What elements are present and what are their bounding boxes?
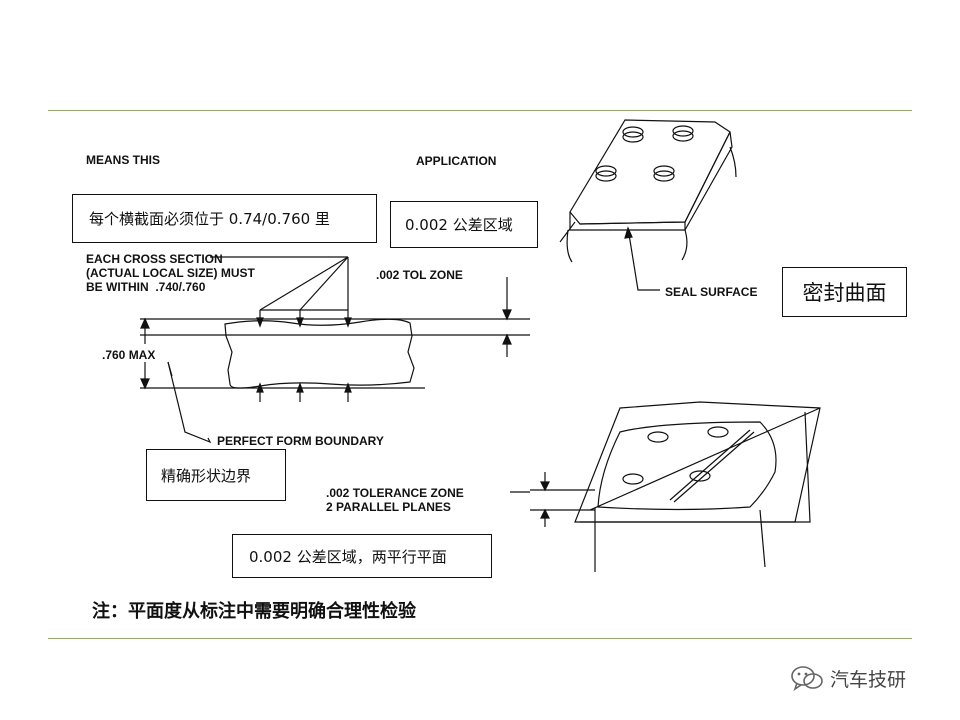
seal-surface-callout: 密封曲面 bbox=[782, 267, 907, 317]
cross-section-callout: 每个横截面必须位于 0.74/0.760 里 bbox=[72, 194, 377, 243]
tol-zone-callout-text: 0.002 公差区域 bbox=[405, 216, 513, 234]
size-max-label: .760 MAX bbox=[102, 348, 156, 362]
perfect-form-callout: 精确形状边界 bbox=[146, 449, 286, 501]
tol-zone-callout: 0.002 公差区域 bbox=[390, 201, 538, 248]
means-this-label: MEANS THIS bbox=[86, 153, 161, 167]
planes-part bbox=[510, 401, 821, 572]
seal-surface-callout-text: 密封曲面 bbox=[802, 281, 887, 305]
parallel-planes-callout: 0.002 公差区域，两平行平面 bbox=[232, 534, 492, 578]
bottom-divider bbox=[48, 638, 912, 639]
parallel-planes-callout-text: 0.002 公差区域，两平行平面 bbox=[249, 547, 447, 566]
sealed-part bbox=[559, 119, 737, 291]
watermark: 汽车技研 bbox=[790, 663, 906, 693]
wechat-icon bbox=[791, 666, 823, 691]
diagram-drawing bbox=[140, 119, 821, 572]
seal-surface-label: SEAL SURFACE bbox=[665, 285, 758, 299]
application-label: APPLICATION bbox=[416, 154, 497, 168]
perfect-form-label: PERFECT FORM BOUNDARY bbox=[217, 434, 384, 448]
perfect-form-callout-text: 精确形状边界 bbox=[161, 466, 252, 485]
tolerance-zone-label: .002 TOLERANCE ZONE 2 PARALLEL PLANES bbox=[326, 486, 464, 514]
note-text: 注：平面度从标注中需要明确合理性检验 bbox=[92, 601, 416, 622]
tol-zone-label: .002 TOL ZONE bbox=[376, 268, 463, 282]
flatness-diagram: MEANS THIS APPLICATION EACH CROSS SECTIO… bbox=[60, 112, 910, 582]
section-view bbox=[140, 256, 530, 444]
each-cross-section-label: EACH CROSS SECTION (ACTUAL LOCAL SIZE) M… bbox=[86, 252, 255, 294]
cross-section-callout-text: 每个横截面必须位于 0.74/0.760 里 bbox=[89, 210, 330, 228]
top-divider bbox=[48, 110, 912, 111]
watermark-text: 汽车技研 bbox=[830, 668, 907, 691]
